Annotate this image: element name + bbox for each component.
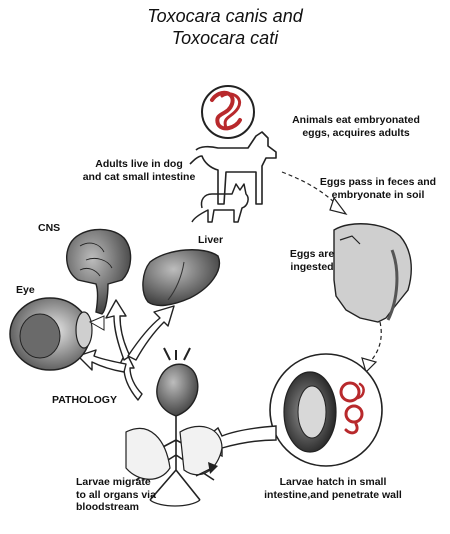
label-liver: Liver (198, 234, 224, 246)
pathology-arrows (77, 299, 175, 401)
dog-illustration (189, 131, 277, 205)
label-adults-live: Adults live in dog and cat small intesti… (82, 158, 196, 183)
label-cns: CNS (38, 222, 61, 234)
eye-illustration (9, 297, 105, 371)
adult-worms-illustration (201, 85, 255, 139)
label-larvae-hatch: Larvae hatch in small intestine,and pene… (264, 476, 402, 501)
ingestion-arrow (361, 321, 382, 374)
child-head-illustration (333, 223, 412, 323)
heart-vessels-illustration (125, 347, 223, 507)
label-eggs-pass: Eggs pass in feces and embryonate in soi… (319, 176, 437, 201)
label-eggs-ingested: Eggs are ingested (289, 248, 335, 273)
diagram-title-line-2: Toxocara cati (171, 28, 279, 48)
label-eye: Eye (16, 284, 35, 296)
diagram-title-line-1: Toxocara canis and (147, 6, 303, 26)
feces-arrow (281, 171, 348, 215)
brain-cns-illustration (66, 228, 132, 315)
intestine-larvae-illustration (269, 353, 383, 467)
cat-illustration (191, 183, 249, 223)
liver-illustration (142, 249, 221, 307)
label-larvae-migrate: Larvae migrate to all organs via bloodst… (76, 476, 156, 513)
label-animals-eat: Animals eat embryonated eggs, acquires a… (292, 114, 420, 139)
label-pathology: PATHOLOGY (52, 394, 117, 406)
